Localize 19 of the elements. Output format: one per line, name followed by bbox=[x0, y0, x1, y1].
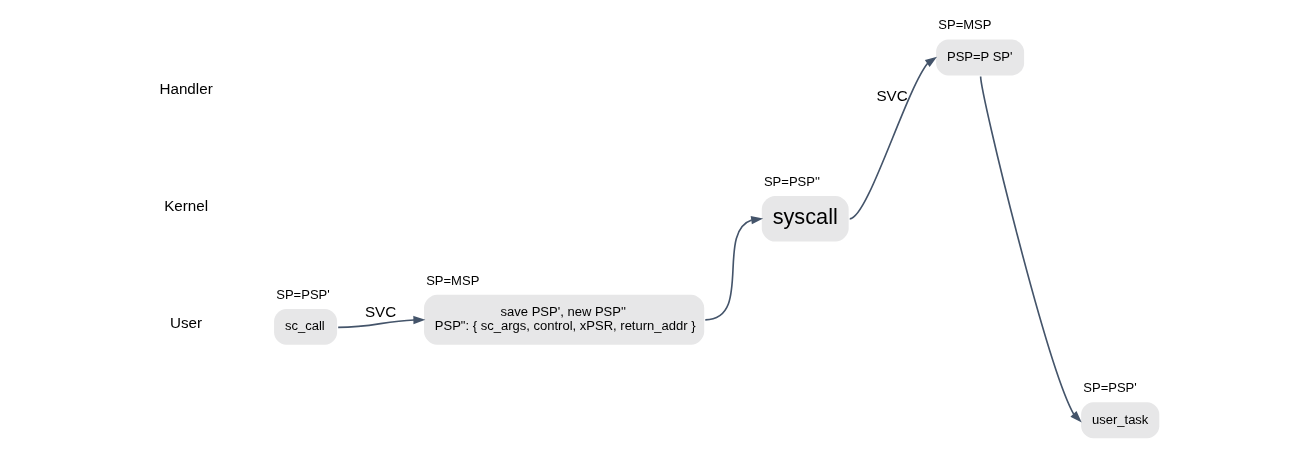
node-label: SP=MSP bbox=[938, 17, 992, 33]
label: User bbox=[170, 314, 203, 332]
node-box: sc_call bbox=[274, 308, 338, 345]
node-label: SP=PSP' bbox=[1083, 380, 1137, 396]
edge-label: SVC bbox=[364, 302, 397, 320]
node-label: SP=MSP bbox=[426, 272, 480, 288]
arrow bbox=[979, 75, 1082, 423]
node-box: syscall bbox=[761, 196, 849, 242]
node-label: SP=PSP'' bbox=[763, 173, 820, 189]
node-box: PSP=P SP' bbox=[936, 39, 1025, 76]
arrow bbox=[337, 315, 426, 329]
arrow bbox=[848, 56, 938, 220]
arrow bbox=[704, 216, 764, 321]
label: Handler bbox=[159, 79, 213, 97]
edge-label: SVC bbox=[876, 86, 908, 104]
label: Kernel bbox=[164, 196, 209, 214]
node-box: save PSP', new PSP'' PSP": { sc_args, control, xPSR, return_addr } bbox=[423, 294, 705, 345]
node-label: SP=PSP' bbox=[276, 286, 330, 302]
node-box: user_task bbox=[1081, 402, 1160, 439]
